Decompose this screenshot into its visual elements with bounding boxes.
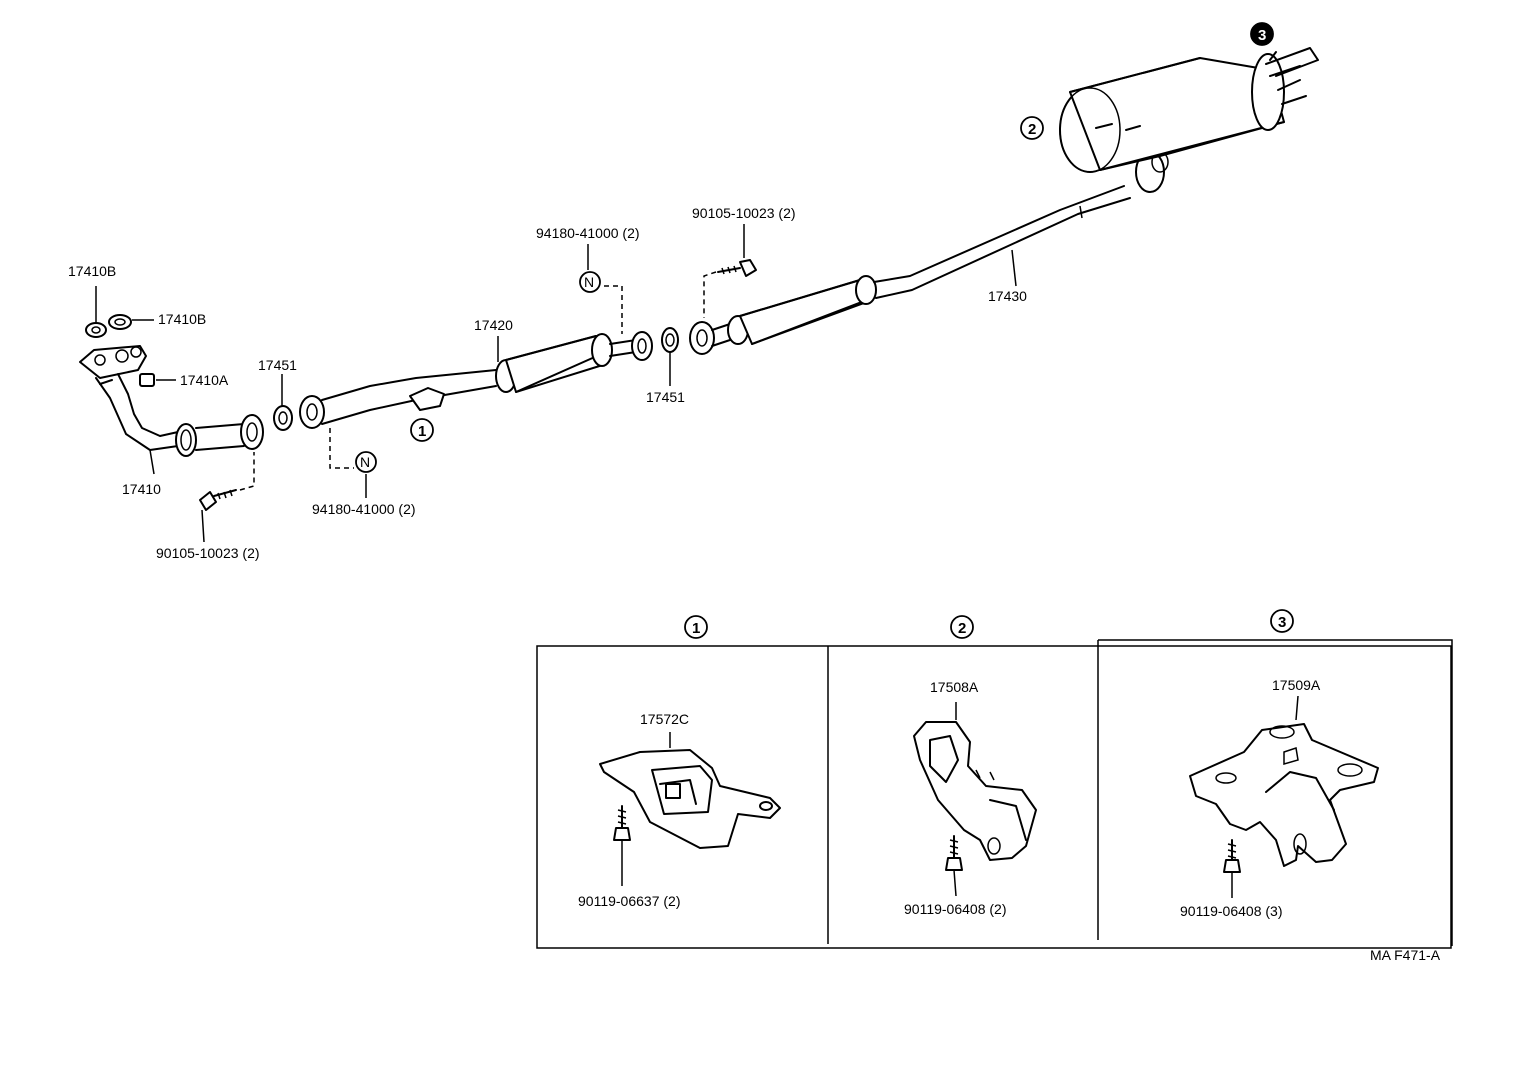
tail-pipe-17430 [689,151,1169,355]
callout-1-panel: 1 [684,615,708,639]
callout-2-panel: 2 [950,615,974,639]
leader-lines [95,224,1017,543]
label-90105-top: 90105-10023 (2) [692,205,796,221]
svg-text:N: N [360,454,370,470]
label-94180-top: 94180-41000 (2) [536,225,640,241]
gasket-17451-left [273,405,293,431]
label-17410B-b: 17410B [158,311,206,327]
bolt-90105-bottom [199,452,255,511]
label-17451-left: 17451 [258,357,297,373]
svg-text:3: 3 [1258,27,1266,44]
bracket-17509A [1189,695,1379,898]
leader-nut-bottom [329,428,354,469]
front-pipe-17410 [79,345,264,457]
bolt-90105-top [703,259,757,318]
callout-3-main: 3 [1250,22,1274,46]
main-muffler [1059,47,1319,173]
label-90119-06637: 90119-06637 (2) [578,893,680,909]
svg-text:2: 2 [1028,121,1036,138]
nut-symbol-bottom: N [355,451,377,473]
label-94180-bottom: 94180-41000 (2) [312,501,416,517]
reference-code: MA F471-A [1370,947,1441,963]
leader-nut-top [604,285,623,334]
center-pipe-17420 [299,331,653,429]
gasket-17410B-b [108,314,132,330]
nut-17410A [139,373,155,387]
label-90119-06408-2: 90119-06408 (2) [904,901,1006,917]
callout-2-main: 2 [1020,116,1044,140]
label-17509A: 17509A [1272,677,1321,693]
label-17430: 17430 [988,288,1027,304]
label-17410A: 17410A [180,372,229,388]
svg-text:2: 2 [958,620,966,637]
part-labels: 17410B 17410B 17410A 17410 17451 90105-1… [68,205,1027,561]
svg-text:N: N [584,274,594,290]
bracket-17572C [599,732,781,886]
svg-text:1: 1 [692,620,700,637]
label-17572C: 17572C [640,711,689,727]
label-17410: 17410 [122,481,161,497]
callout-3-panel: 3 [1270,609,1294,633]
label-90119-06408-3: 90119-06408 (3) [1180,903,1282,919]
svg-text:3: 3 [1278,614,1286,631]
gasket-17410B-a [85,322,107,338]
svg-text:1: 1 [418,423,426,440]
label-17451-right: 17451 [646,389,685,405]
label-17410B-a: 17410B [68,263,116,279]
label-17508A: 17508A [930,679,979,695]
label-17420: 17420 [474,317,513,333]
label-90105-bottom: 90105-10023 (2) [156,545,260,561]
detail-panels [536,639,1453,949]
bracket-17508A [913,702,1037,897]
callout-1-main: 1 [410,418,434,442]
nut-symbol-top: N [579,271,601,293]
gasket-17451-right [661,327,679,353]
